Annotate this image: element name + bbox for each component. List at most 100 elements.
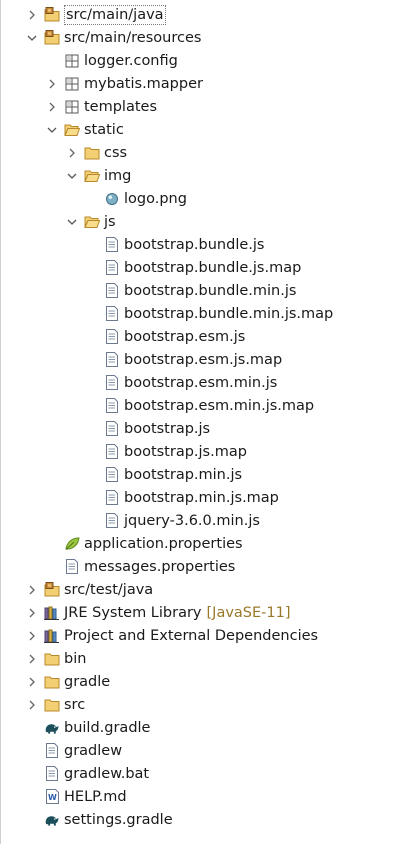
tree-spacer [84, 283, 100, 299]
tree-item[interactable]: bootstrap.esm.js [0, 325, 404, 348]
tree-item[interactable]: bootstrap.bundle.min.js.map [0, 302, 404, 325]
tree-spacer [84, 513, 100, 529]
tree-spacer [24, 812, 40, 828]
tree-item[interactable]: logo.png [0, 187, 404, 210]
tree-item[interactable]: gradlew [0, 739, 404, 762]
text-file-icon [104, 375, 120, 391]
tree-item-label: bootstrap.esm.js [124, 328, 246, 345]
tree-item[interactable]: application.properties [0, 532, 404, 555]
expand-arrow-icon[interactable] [24, 582, 40, 598]
tree-item[interactable]: bootstrap.esm.min.js [0, 371, 404, 394]
package-icon [64, 99, 80, 115]
tree-spacer [84, 329, 100, 345]
tree-item[interactable]: bin [0, 647, 404, 670]
tree-item-label: application.properties [84, 535, 243, 552]
tree-item-label: src/test/java [64, 581, 154, 598]
tree-item-label: build.gradle [64, 719, 151, 736]
tree-item[interactable]: src/main/java [0, 3, 404, 26]
text-file-icon [104, 513, 120, 529]
tree-item-label: bootstrap.bundle.js.map [124, 259, 302, 276]
collapse-arrow-icon[interactable] [64, 214, 80, 230]
source-folder-icon [44, 582, 60, 598]
text-file-icon [104, 398, 120, 414]
tree-item[interactable]: bootstrap.js.map [0, 440, 404, 463]
tree-spacer [84, 237, 100, 253]
tree-item[interactable]: JRE System Library[JavaSE-11] [0, 601, 404, 624]
tree-item-label: mybatis.mapper [84, 75, 203, 92]
tree-item[interactable]: bootstrap.bundle.min.js [0, 279, 404, 302]
expand-arrow-icon[interactable] [24, 605, 40, 621]
tree-spacer [84, 260, 100, 276]
gradle-elephant-icon [44, 720, 60, 736]
tree-item[interactable]: gradle [0, 670, 404, 693]
tree-item-label: gradlew.bat [64, 765, 150, 782]
tree-item[interactable]: jquery-3.6.0.min.js [0, 509, 404, 532]
tree-item[interactable]: bootstrap.js [0, 417, 404, 440]
tree-item[interactable]: bootstrap.min.js.map [0, 486, 404, 509]
text-file-icon [104, 237, 120, 253]
text-file-icon [44, 743, 60, 759]
collapse-arrow-icon[interactable] [64, 168, 80, 184]
expand-arrow-icon[interactable] [24, 628, 40, 644]
tree-spacer [84, 490, 100, 506]
tree-item[interactable]: build.gradle [0, 716, 404, 739]
text-file-icon [104, 490, 120, 506]
gradle-elephant-icon [44, 812, 60, 828]
tree-item[interactable]: bootstrap.bundle.js [0, 233, 404, 256]
tree-item[interactable]: settings.gradle [0, 808, 404, 831]
tree-item-label: JRE System Library [64, 604, 202, 621]
tree-item[interactable]: mybatis.mapper [0, 72, 404, 95]
tree-item-label: HELP.md [64, 788, 127, 805]
text-file-icon [104, 329, 120, 345]
tree-item[interactable]: logger.config [0, 49, 404, 72]
tree-item[interactable]: bootstrap.bundle.js.map [0, 256, 404, 279]
package-icon [64, 76, 80, 92]
tree-item[interactable]: img [0, 164, 404, 187]
tree-spacer [84, 352, 100, 368]
library-icon [44, 628, 60, 644]
expand-arrow-icon[interactable] [24, 674, 40, 690]
collapse-arrow-icon[interactable] [44, 122, 60, 138]
library-icon [44, 605, 60, 621]
tree-item[interactable]: src/test/java [0, 578, 404, 601]
image-file-icon [104, 191, 120, 207]
expand-arrow-icon[interactable] [24, 7, 40, 23]
tree-item-label: bootstrap.js.map [124, 443, 247, 460]
tree-item[interactable]: templates [0, 95, 404, 118]
expand-arrow-icon[interactable] [24, 697, 40, 713]
tree-item-label: logo.png [124, 190, 187, 207]
expand-arrow-icon[interactable] [44, 76, 60, 92]
tree-item[interactable]: src/main/resources [0, 26, 404, 49]
text-file-icon [104, 306, 120, 322]
tree-item[interactable]: gradlew.bat [0, 762, 404, 785]
tree-item[interactable]: Project and External Dependencies [0, 624, 404, 647]
tree-item-label: gradlew [64, 742, 123, 759]
folder-icon [44, 651, 60, 667]
text-file-icon [104, 352, 120, 368]
package-icon [64, 53, 80, 69]
tree-item-label: bootstrap.min.js.map [124, 489, 279, 506]
folder-open-icon [84, 214, 100, 230]
tree-spacer [24, 789, 40, 805]
tree-item[interactable]: static [0, 118, 404, 141]
tree-item[interactable]: src [0, 693, 404, 716]
tree-item[interactable]: js [0, 210, 404, 233]
tree-item[interactable]: bootstrap.esm.js.map [0, 348, 404, 371]
expand-arrow-icon[interactable] [44, 99, 60, 115]
tree-item[interactable]: bootstrap.esm.min.js.map [0, 394, 404, 417]
tree-spacer [24, 743, 40, 759]
tree-item[interactable]: css [0, 141, 404, 164]
folder-icon [84, 145, 100, 161]
tree-item-label: bootstrap.bundle.js [124, 236, 265, 253]
tree-item[interactable]: bootstrap.min.js [0, 463, 404, 486]
tree-item-label: bootstrap.esm.min.js.map [124, 397, 315, 414]
tree-item-label: bootstrap.esm.min.js [124, 374, 278, 391]
collapse-arrow-icon[interactable] [24, 30, 40, 46]
expand-arrow-icon[interactable] [24, 651, 40, 667]
tree-item[interactable]: messages.properties [0, 555, 404, 578]
text-file-icon [104, 467, 120, 483]
view-left-border [0, 0, 1, 844]
expand-arrow-icon[interactable] [64, 145, 80, 161]
